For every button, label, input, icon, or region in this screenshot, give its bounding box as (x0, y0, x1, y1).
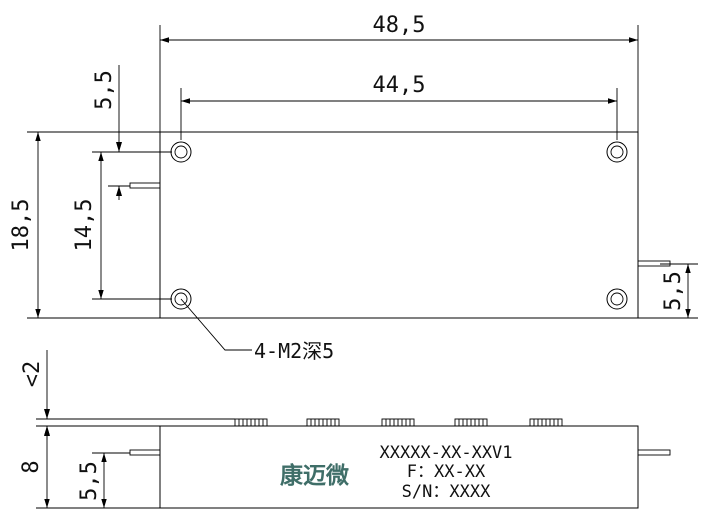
top-view: 48,5 44,5 5,5 18,5 14,5 5,5 4-M2深5 (9, 13, 698, 363)
dim-overall-height: 18,5 (9, 199, 34, 252)
mounting-hole-top-left (170, 141, 192, 163)
top-view-body (159, 131, 639, 319)
label-serial: S/N：XXXX (402, 482, 491, 502)
callout-leader (180, 298, 252, 351)
mounting-hole-top-right (606, 141, 628, 163)
side-left-pin (129, 449, 161, 456)
dim-lid-height: <2 (20, 361, 45, 388)
side-view: <2 8 5,5 康迈微 XXXXX-XX-XXV1 F：XX-XX S/N：X… (19, 350, 671, 509)
dim-hole-offset-top: 5,5 (92, 70, 117, 110)
right-pin (637, 260, 671, 267)
dim-hole-spacing-x: 44,5 (373, 73, 426, 98)
left-pin (129, 182, 161, 189)
callout-holes: 4-M2深5 (254, 339, 334, 363)
dim-hole-spacing-y: 14,5 (72, 199, 97, 252)
label-model: XXXXX-XX-XXV1 (379, 443, 512, 463)
dim-pin-offset-right: 5,5 (661, 271, 686, 311)
label-frequency: F：XX-XX (407, 462, 486, 482)
brand-logo: 康迈微 (280, 462, 349, 489)
dim-body-height: 8 (19, 460, 44, 473)
side-right-pin (637, 449, 671, 456)
dim-overall-width: 48,5 (373, 13, 426, 38)
dim-pin-height: 5,5 (77, 461, 102, 501)
side-view-body (159, 425, 639, 509)
top-connectors (234, 418, 563, 427)
mounting-hole-bottom-right (606, 288, 628, 310)
